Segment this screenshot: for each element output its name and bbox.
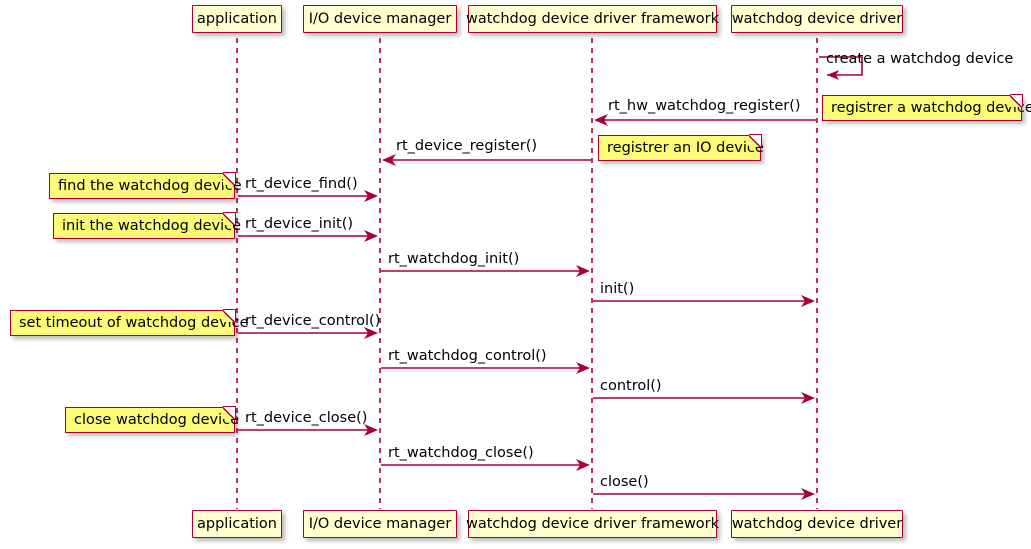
message-rt-watchdog-init [381, 265, 590, 277]
note-registrer-an-io-device: registrer an IO device [598, 134, 764, 161]
message-label-init: init() [600, 281, 635, 297]
note-text: find the watchdog device [58, 177, 242, 194]
message-label-rt-device-close: rt_device_close() [245, 410, 368, 426]
note-text: init the watchdog device [62, 217, 242, 234]
participant-io-device-manager-bottom[interactable]: I/O device manager [303, 510, 457, 538]
participant-watchdog-device-driver-framework-top[interactable]: watchdog device driver framework [466, 5, 719, 33]
message-rt-device-control [238, 327, 378, 339]
message-control [593, 392, 815, 404]
message-label-rt-watchdog-init: rt_watchdog_init() [388, 251, 520, 267]
message-rt-device-register [382, 154, 591, 166]
message-label-rt-device-find: rt_device_find() [245, 176, 358, 192]
note-text: registrer a watchdog device [831, 99, 1031, 116]
note-fold-icon [222, 172, 236, 186]
message-rt-device-find [238, 190, 378, 202]
message-label-rt-device-control: rt_device_control() [245, 313, 381, 329]
note-registrer-a-watchdog-device: registrer a watchdog device [822, 94, 1031, 121]
message-rt-device-init [238, 230, 378, 242]
message-label-control: control() [600, 378, 662, 394]
note-text: registrer an IO device [607, 139, 764, 156]
note-fold-icon [748, 134, 762, 148]
note-close-watchdog-device: close watchdog device [65, 406, 239, 433]
message-rt-device-close [238, 424, 378, 436]
message-label-rt-device-init: rt_device_init() [245, 216, 354, 232]
lifelines [236, 38, 818, 509]
note-text: close watchdog device [74, 411, 240, 428]
participant-watchdog-device-driver-framework-bottom[interactable]: watchdog device driver framework [466, 510, 719, 538]
note-fold-icon [222, 406, 236, 420]
participant-application-top[interactable]: application [192, 5, 282, 33]
message-rt-hw-watchdog-register [594, 114, 816, 126]
message-close [593, 488, 815, 500]
participant-io-device-manager-top[interactable]: I/O device manager [303, 5, 457, 33]
note-find-the-watchdog-device: find the watchdog device [49, 172, 242, 199]
note-set-timeout-of-watchdog-device: set timeout of watchdog device [10, 309, 249, 336]
note-fold-icon [222, 309, 236, 323]
note-fold-icon [222, 212, 236, 226]
message-rt-watchdog-control [381, 362, 590, 374]
note-init-the-watchdog-device: init the watchdog device [53, 212, 241, 239]
message-label-create-a-watchdog-device: create a watchdog device [826, 51, 1014, 67]
message-label-rt-hw-watchdog-register: rt_hw_watchdog_register() [608, 98, 801, 114]
participant-application-bottom[interactable]: application [192, 510, 282, 538]
message-rt-watchdog-close [381, 459, 590, 471]
participant-watchdog-device-driver-top[interactable]: watchdog device driver [731, 5, 903, 33]
messages [238, 56, 863, 500]
message-create-a-watchdog-device [819, 56, 863, 80]
message-label-rt-watchdog-control: rt_watchdog_control() [388, 348, 547, 364]
message-init [593, 295, 815, 307]
participant-watchdog-device-driver-bottom[interactable]: watchdog device driver [731, 510, 903, 538]
message-label-rt-device-register: rt_device_register() [396, 138, 538, 154]
message-label-rt-watchdog-close: rt_watchdog_close() [388, 445, 534, 461]
message-label-close: close() [600, 474, 649, 490]
note-fold-icon [1009, 94, 1023, 108]
note-text: set timeout of watchdog device [19, 314, 249, 331]
